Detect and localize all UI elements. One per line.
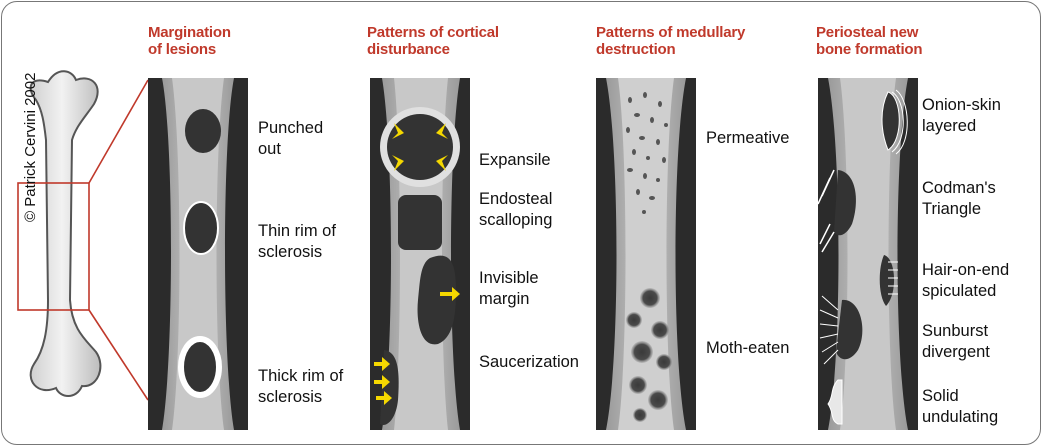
- invisible-margin-lesion: [418, 256, 456, 345]
- label-onion-skin: Onion-skin layered: [922, 95, 1001, 137]
- label-solid: Solid undulating: [922, 386, 998, 428]
- label-punched-out: Punched out: [258, 118, 323, 160]
- label-permeative: Permeative: [706, 128, 789, 149]
- panel-cortical: [370, 78, 470, 430]
- label-thin-rim: Thin rim of sclerosis: [258, 221, 336, 263]
- heading-periosteal: Periosteal new bone formation: [816, 24, 922, 58]
- label-moth-eaten: Moth-eaten: [706, 338, 789, 359]
- label-saucerization: Saucerization: [479, 352, 579, 373]
- label-expansile: Expansile: [479, 150, 551, 171]
- label-endosteal: Endosteal scalloping: [479, 189, 552, 231]
- heading-medullary: Patterns of medullary destruction: [596, 24, 745, 58]
- label-invisible-margin: Invisible margin: [479, 268, 539, 310]
- expansile-lesion: [387, 114, 453, 180]
- panel-periosteal: [818, 78, 918, 430]
- panel-margination: [148, 78, 248, 430]
- punched-out-lesion: [185, 109, 221, 153]
- label-codman: Codman's Triangle: [922, 178, 996, 220]
- label-thick-rim: Thick rim of sclerosis: [258, 366, 343, 408]
- label-hair-on-end: Hair-on-end spiculated: [922, 260, 1009, 302]
- endosteal-lesion: [398, 195, 442, 250]
- heading-margination: Margination of lesions: [148, 24, 231, 58]
- label-sunburst: Sunburst divergent: [922, 321, 990, 363]
- copyright-text: © Patrick Cervini 2002: [22, 22, 44, 222]
- thin-rim-lesion: [184, 202, 218, 254]
- thick-rim-lesion: [181, 339, 219, 395]
- heading-cortical: Patterns of cortical disturbance: [367, 24, 499, 58]
- panel-medullary: [596, 78, 696, 430]
